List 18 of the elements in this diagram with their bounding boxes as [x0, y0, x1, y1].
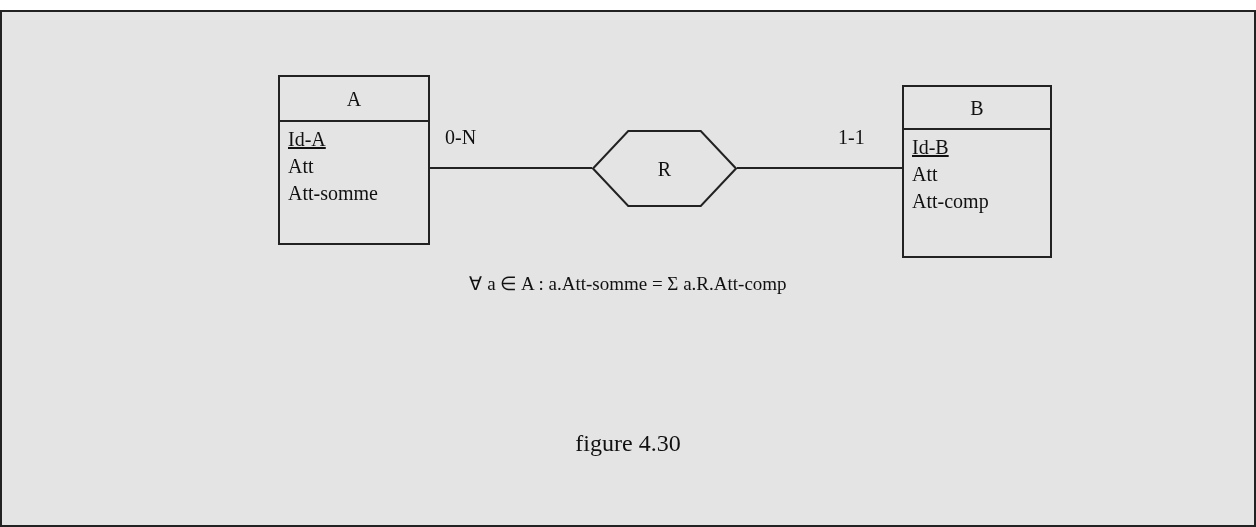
attribute: Att-somme — [288, 181, 378, 206]
connector-line — [429, 167, 593, 169]
entity-box — [902, 85, 1052, 258]
attribute: Att-comp — [912, 189, 989, 215]
cardinality-label: 1-1 — [838, 125, 865, 150]
connector-line — [736, 167, 903, 169]
relationship-hexagon — [592, 130, 737, 207]
entity-box — [278, 75, 430, 245]
entity-name: A — [346, 86, 362, 112]
identifier-attribute: Id-B — [912, 135, 949, 160]
attribute: Att — [912, 162, 938, 187]
entity-name: B — [970, 95, 984, 121]
attribute: Att — [288, 154, 314, 179]
figure-caption: figure 4.30 — [575, 429, 681, 458]
constraint-formula: ∀ a ∈ A : a.Att-somme = Σ a.R.Att-comp — [469, 272, 787, 296]
cardinality-label: 0-N — [445, 125, 477, 150]
relationship-name: R — [657, 156, 672, 182]
identifier-attribute: Id-A — [288, 127, 326, 152]
